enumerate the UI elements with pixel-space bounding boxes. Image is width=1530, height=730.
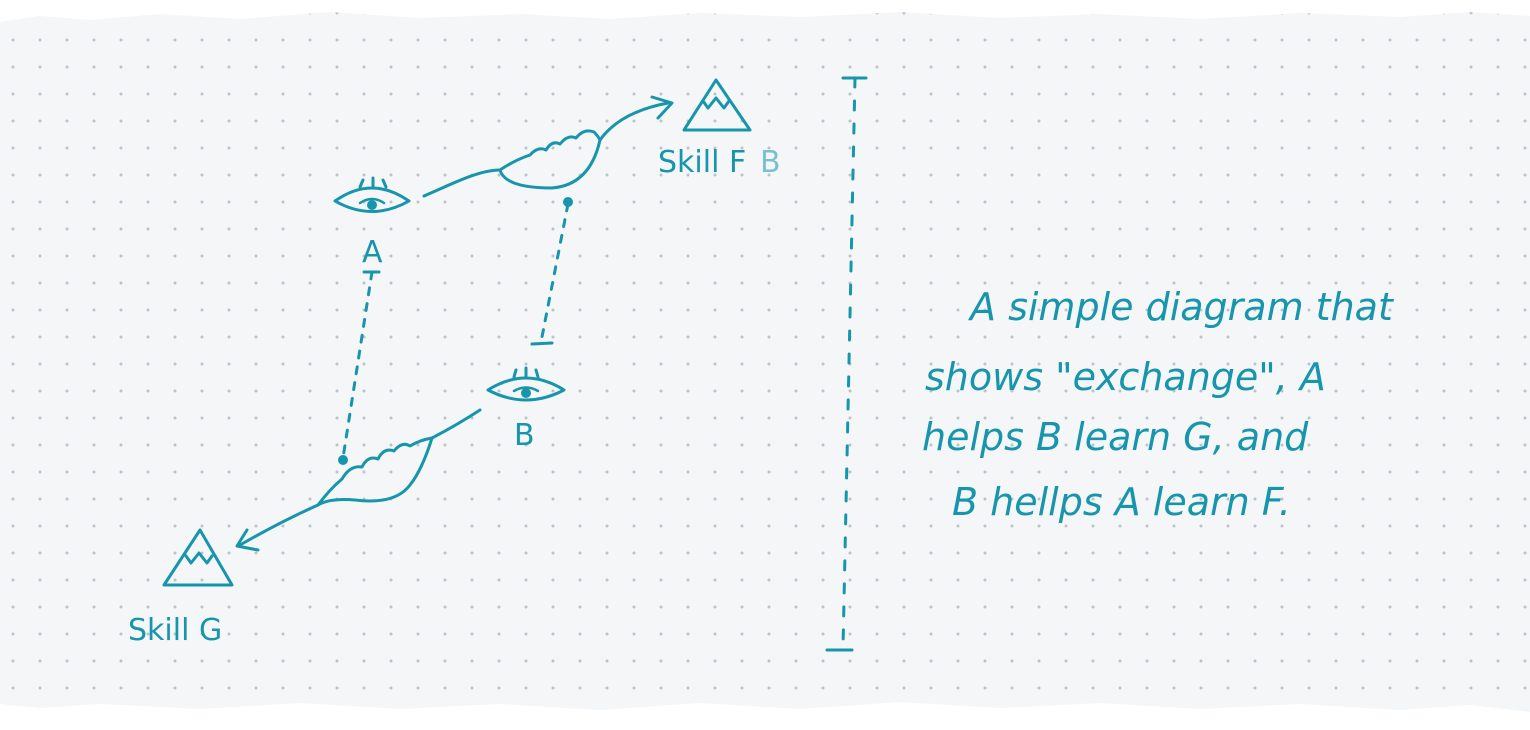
- label-skill-g: Skill G: [128, 613, 222, 648]
- mountain-icon: [162, 528, 234, 587]
- learning-path-b-to-g: [235, 408, 482, 552]
- label-person-b: B: [514, 418, 535, 453]
- note-line: helps B learn G, and: [922, 415, 1309, 459]
- note-block: A simple diagram that shows "exchange", …: [922, 285, 1395, 524]
- skill-f-struck-text: B: [760, 145, 781, 180]
- note-line: shows "exchange", A: [925, 355, 1326, 399]
- dot-grid: [0, 12, 1530, 712]
- eye-icon: [333, 176, 411, 213]
- note-line: A simple diagram that: [967, 285, 1395, 329]
- dotted-connector-b: [530, 197, 573, 346]
- skill-f-label: Skill F: [658, 145, 746, 180]
- dotted-connector-a: [338, 270, 381, 465]
- label-skill-f: Skill F B: [658, 145, 781, 180]
- mountain-icon: [682, 78, 752, 132]
- eye-icon: [486, 366, 566, 402]
- divider-line: [825, 76, 868, 652]
- label-person-a: A: [362, 235, 383, 270]
- note-line: B hellps A learn F.: [952, 480, 1291, 524]
- learning-path-a-to-f: [422, 95, 674, 198]
